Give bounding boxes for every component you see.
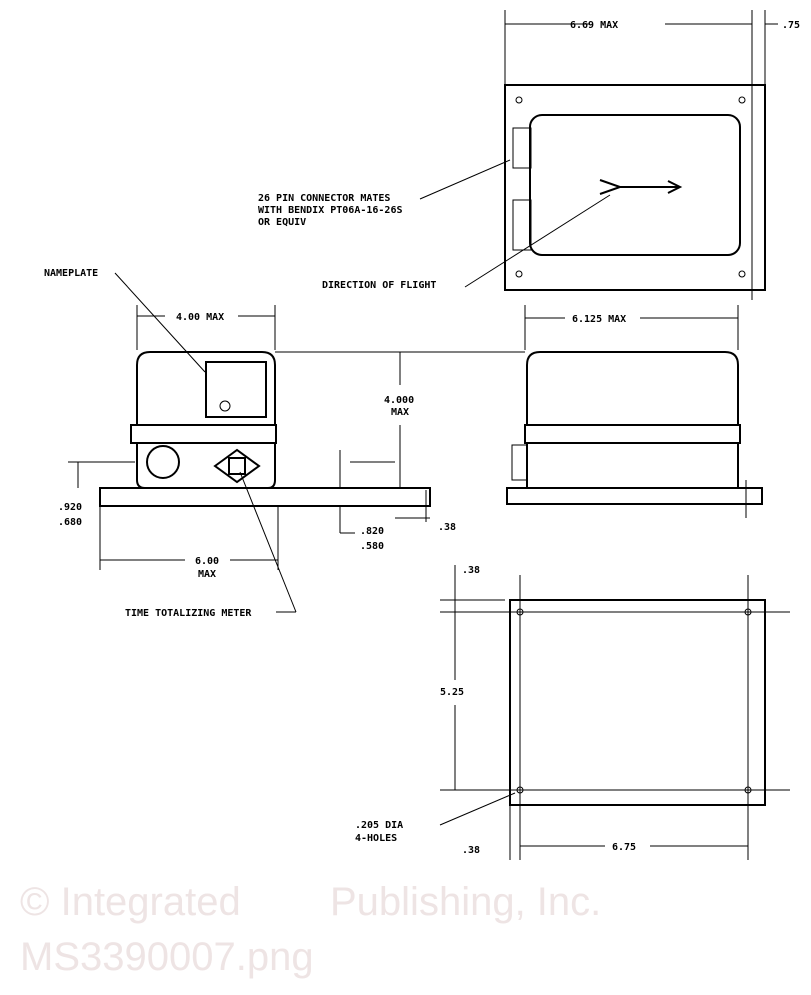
dim-side-width: 6.125 MAX <box>572 314 626 325</box>
connector-note-2: WITH BENDIX PT06A-16-26S <box>258 205 403 216</box>
dim-hole-span-v: 5.25 <box>440 687 464 698</box>
connector-note-1: 26 PIN CONNECTOR MATES <box>258 193 390 204</box>
front-view <box>68 272 525 613</box>
watermark-line-2: Publishing, Inc. <box>330 880 601 924</box>
bottom-view <box>439 565 790 860</box>
dim-base-mid-1: .820 <box>360 526 384 537</box>
dim-base-width-2: MAX <box>198 569 216 580</box>
dim-hole-edge-bottom: .38 <box>462 845 480 856</box>
dim-base-left-1: .920 <box>58 502 82 513</box>
dim-base-left-2: .680 <box>58 517 82 528</box>
side-view <box>506 305 763 518</box>
watermark-line-1: © Integrated <box>20 880 241 924</box>
dim-base-mid-2: .580 <box>360 541 384 552</box>
dim-top-width: 6.69 MAX <box>570 20 618 31</box>
top-view <box>419 10 778 300</box>
hole-note-2: 4-HOLES <box>355 833 397 844</box>
dim-base-thick: .38 <box>438 522 456 533</box>
meter-label: TIME TOTALIZING METER <box>125 608 252 619</box>
dim-height-1: 4.000 <box>384 395 414 406</box>
dim-front-width: 4.00 MAX <box>176 312 224 323</box>
dim-hole-span-h: 6.75 <box>612 842 636 853</box>
dim-height-2: MAX <box>391 407 409 418</box>
dim-base-width-1: 6.00 <box>195 556 219 567</box>
dim-hole-edge-top: .38 <box>462 565 480 576</box>
watermark-line-3: MS3390007.png <box>20 935 314 979</box>
hole-note-1: .205 DIA <box>355 820 403 831</box>
dim-top-offset: .75 <box>782 20 800 31</box>
connector-note-3: OR EQUIV <box>258 217 306 228</box>
direction-label: DIRECTION OF FLIGHT <box>322 280 436 291</box>
watermark: © Integrated Publishing, Inc. MS3390007.… <box>20 880 601 979</box>
nameplate-label: NAMEPLATE <box>44 268 98 279</box>
